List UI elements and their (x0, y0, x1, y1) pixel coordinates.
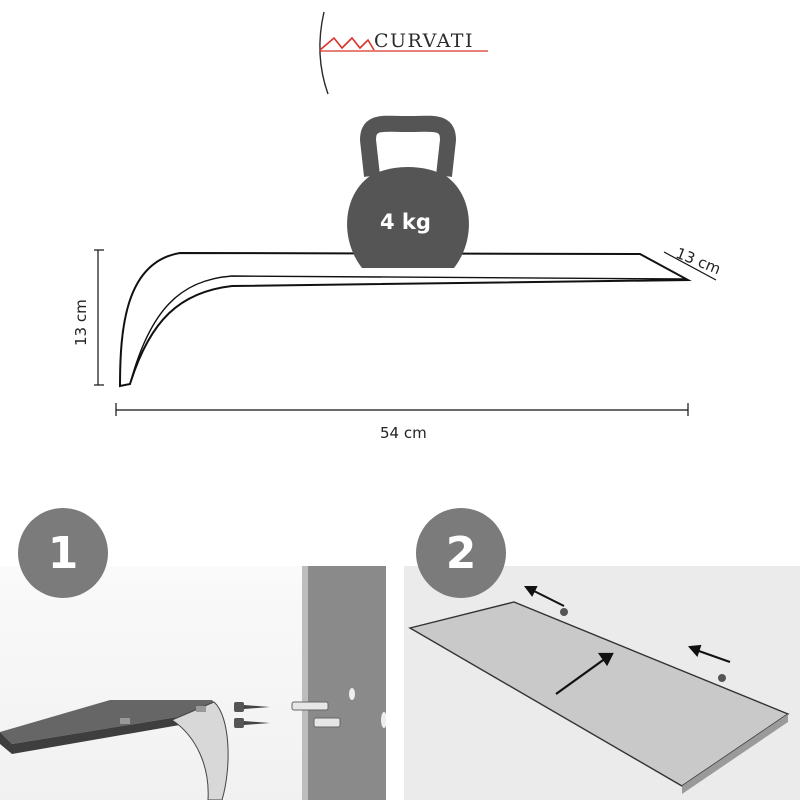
shelf-side-view (0, 700, 229, 800)
screw-icon (718, 674, 726, 682)
step-number-badge: 1 (18, 508, 108, 598)
arrow-icon (687, 644, 731, 663)
screw-icon (234, 718, 270, 728)
brand-name: CURVATI (374, 30, 474, 52)
width-label: 54 cm (380, 424, 427, 442)
wall-plug-icon (291, 701, 329, 711)
wall-plug-icon (313, 717, 341, 728)
shelf-outline (118, 251, 692, 388)
shelf-dimension-drawing (94, 115, 717, 416)
logo-mark-icon (319, 11, 488, 95)
height-label: 13 cm (72, 299, 90, 346)
step-number-badge: 2 (416, 508, 506, 598)
arrow-icon (524, 586, 565, 607)
screw-icon (560, 608, 568, 616)
kettlebell-icon (347, 115, 469, 268)
arrow-icon (555, 652, 614, 695)
step1-illustration (0, 566, 386, 800)
step1-panel (0, 566, 386, 800)
depth-dimension-line (663, 251, 717, 281)
brand-logo (310, 8, 500, 96)
wall (306, 566, 386, 800)
width-dimension-line (115, 403, 689, 416)
height-dimension-line (94, 249, 104, 386)
step2-panel (404, 566, 800, 800)
shelf-top-view (408, 601, 790, 794)
weight-label: 4 kg (380, 210, 431, 234)
wall-hole (381, 712, 386, 728)
screw-icon (234, 702, 270, 712)
wall-hole (349, 688, 355, 700)
step2-illustration (408, 586, 790, 794)
